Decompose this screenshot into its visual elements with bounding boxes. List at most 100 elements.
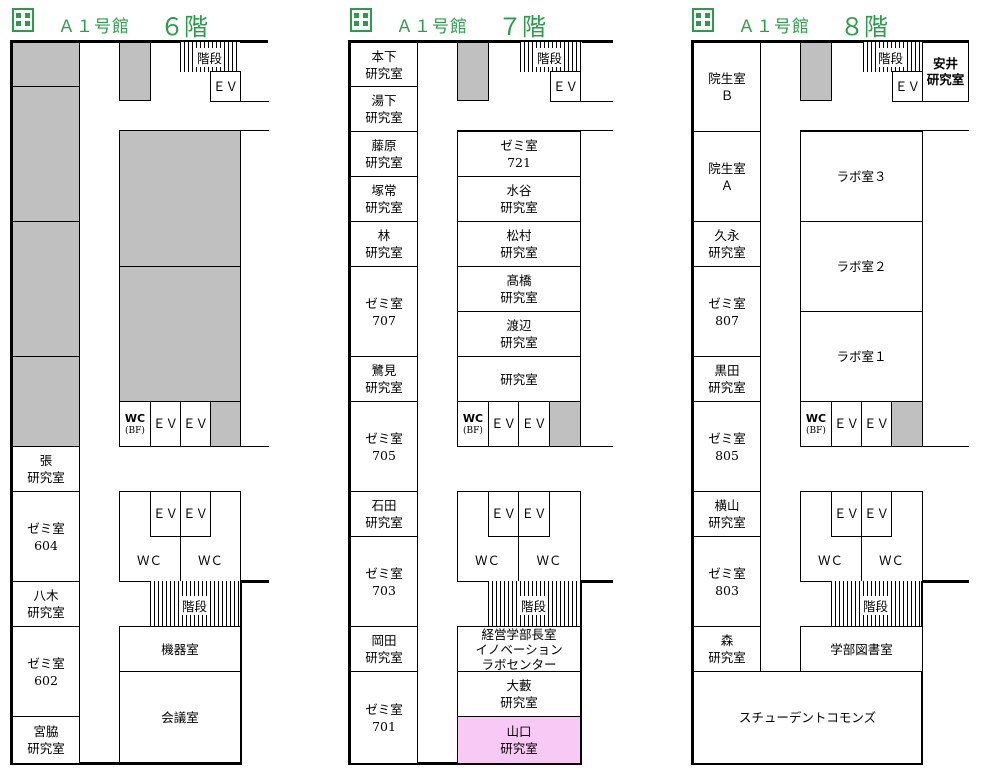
- room-lab3[interactable]: ラボ室３: [800, 131, 923, 222]
- room-hisanaga[interactable]: 久永 研究室: [693, 221, 761, 267]
- room-zemi-707[interactable]: ゼミ室 707: [350, 266, 418, 357]
- room-zemi-602[interactable]: ゼミ室 602: [12, 626, 80, 717]
- room-lab1[interactable]: ラボ室１: [800, 311, 923, 402]
- room-tsukatsune[interactable]: 塚常 研究室: [350, 176, 418, 222]
- room-mizutani[interactable]: 水谷 研究室: [457, 176, 581, 222]
- wc-bf[interactable]: WC(BF): [119, 401, 151, 447]
- ev-letter: Ｖ: [534, 506, 547, 521]
- room-miyawaki[interactable]: 宮脇 研究室: [12, 716, 80, 764]
- wc-bf[interactable]: WC(BF): [800, 401, 832, 447]
- ev-letter: Ｖ: [534, 416, 547, 431]
- ev-letter: Ｅ: [490, 416, 504, 431]
- ev-letter: Ｅ: [833, 416, 847, 431]
- ev-letter: Ｅ: [894, 79, 908, 94]
- room-kaigi[interactable]: 会議室: [119, 671, 241, 763]
- room-kenkyu[interactable]: 研究室: [457, 356, 581, 402]
- ev-letter: Ｖ: [876, 416, 890, 431]
- room-takahashi[interactable]: 髙橋 研究室: [457, 266, 581, 312]
- restroom[interactable]: ＷＣ: [536, 552, 562, 568]
- ev-letter: Ｅ: [182, 506, 196, 521]
- ev-letter: Ｅ: [521, 416, 534, 431]
- room-inB[interactable]: 院生室 Ｂ: [693, 42, 761, 132]
- room-inA[interactable]: 院生室 Ａ: [693, 131, 761, 222]
- room-zemi-721[interactable]: ゼミ室 721: [457, 131, 581, 177]
- room-kuroda[interactable]: 黒田 研究室: [693, 356, 761, 402]
- restroom[interactable]: ＷＣ: [136, 552, 162, 568]
- building-icon: [12, 8, 34, 32]
- room-ishida[interactable]: 石田 研究室: [350, 491, 418, 537]
- room-yagi[interactable]: 八木 研究室: [12, 581, 80, 627]
- room-zemi-805[interactable]: ゼミ室 805: [693, 401, 761, 492]
- room-okada[interactable]: 岡田 研究室: [350, 626, 418, 672]
- floor-6-header: Ａ１号館 ６階: [12, 6, 302, 41]
- floor-label: ６階: [160, 13, 208, 41]
- room-sagimi[interactable]: 鷺見 研究室: [350, 356, 418, 402]
- room-zemi-701[interactable]: ゼミ室 701: [350, 671, 418, 764]
- room-zhang[interactable]: 張 研究室: [12, 446, 80, 492]
- room-zemi-703[interactable]: ゼミ室 703: [350, 536, 418, 627]
- room-library[interactable]: 学部図書室: [800, 626, 923, 672]
- room-mori[interactable]: 森 研究室: [693, 626, 761, 672]
- restroom[interactable]: ＷＣ: [878, 552, 904, 568]
- room-kiki[interactable]: 機器室: [119, 626, 241, 672]
- wc-sub-label: (BF): [125, 425, 145, 436]
- ev-letter: Ｖ: [876, 506, 890, 521]
- restroom[interactable]: ＷＣ: [817, 552, 843, 568]
- wc-sub-label: (BF): [806, 425, 826, 436]
- room-fujiwara[interactable]: 藤原 研究室: [350, 131, 418, 177]
- room-commons[interactable]: スチューデントコモンズ: [693, 671, 922, 764]
- room-zemi-807[interactable]: ゼミ室 807: [693, 266, 761, 357]
- ev-letter: Ｖ: [846, 506, 860, 521]
- floor-7-header: Ａ１号館 ７階: [350, 6, 640, 41]
- ev-letter: Ｖ: [503, 416, 517, 431]
- restroom[interactable]: ＷＣ: [474, 552, 500, 568]
- wc-bf[interactable]: WC(BF): [457, 401, 489, 447]
- room-yamaguchi[interactable]: 山口 研究室: [457, 716, 581, 764]
- wc-label: WC: [805, 411, 827, 425]
- restroom[interactable]: ＷＣ: [197, 552, 223, 568]
- room-yokoyama[interactable]: 横山 研究室: [693, 491, 761, 537]
- room-motoshita[interactable]: 本下 研究室: [350, 42, 418, 87]
- floor-8-map: Ａ１号館 ８階 院生室 Ｂ 院生室 Ａ 久永 研究室 ゼミ室 807 黒田 研究…: [680, 0, 980, 780]
- room-yushita[interactable]: 湯下 研究室: [350, 86, 418, 132]
- room-oyabu[interactable]: 大藪 研究室: [457, 671, 581, 717]
- ev-letter: Ｖ: [503, 506, 517, 521]
- gray-block: [457, 42, 489, 101]
- room-watanabe[interactable]: 渡辺 研究室: [457, 311, 581, 357]
- room-yasui[interactable]: 安井 研究室: [922, 42, 969, 102]
- stairs-label: 階段: [862, 596, 890, 615]
- gray-block: [549, 401, 581, 447]
- room-zemi-803[interactable]: ゼミ室 803: [693, 536, 761, 627]
- ev-letter: Ｖ: [907, 79, 921, 94]
- ev-letter: Ｖ: [195, 416, 209, 431]
- room-matsumura[interactable]: 松村 研究室: [457, 221, 581, 267]
- gray-block: [12, 42, 80, 87]
- room-zemi-604[interactable]: ゼミ室 604: [12, 491, 80, 582]
- ev-letter: Ｅ: [863, 416, 877, 431]
- building-icon: [350, 8, 372, 32]
- stairs-label: 階段: [536, 48, 564, 67]
- room-hayashi[interactable]: 林 研究室: [350, 221, 418, 267]
- wc-label: WC: [124, 411, 146, 425]
- room-zemi-705[interactable]: ゼミ室 705: [350, 401, 418, 492]
- wc-sub-label: (BF): [463, 425, 483, 436]
- stairs-label: 階段: [877, 48, 905, 67]
- room-keiei[interactable]: 経営学部長室 イノベーション ラボセンター: [457, 626, 581, 672]
- ev-letter: Ｅ: [490, 506, 504, 521]
- room-lab2[interactable]: ラボ室２: [800, 221, 923, 312]
